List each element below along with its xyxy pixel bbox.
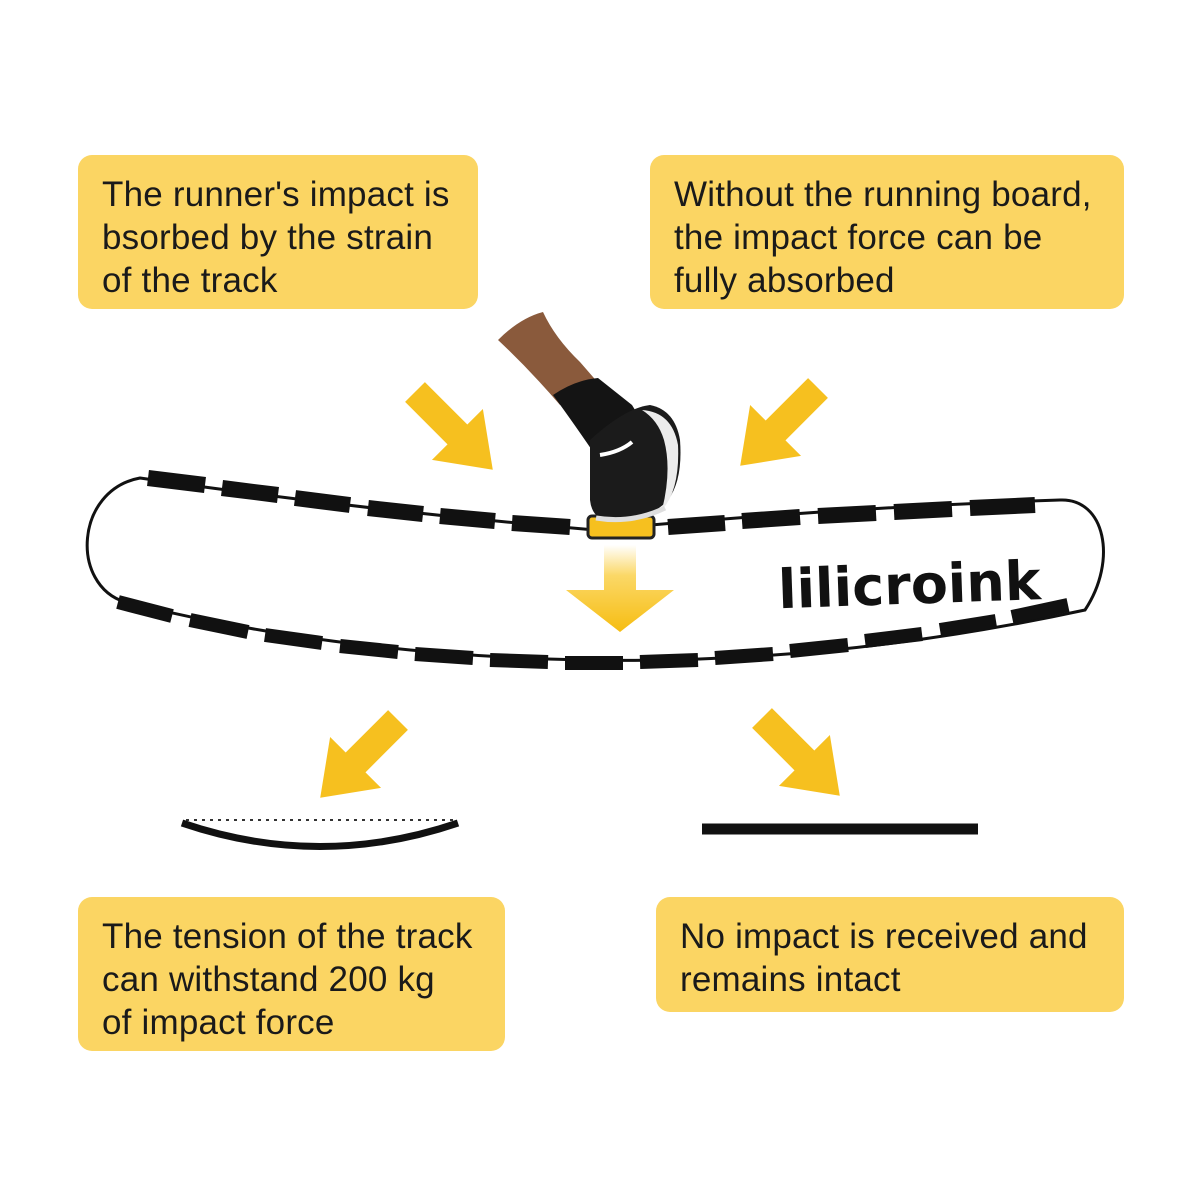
callout-track-absorption: The runner's impact is bsorbed by the st…	[78, 155, 478, 309]
callout-line: fully absorbed	[674, 261, 895, 300]
down-left-arrow-icon	[740, 378, 828, 466]
track-top-slats	[147, 470, 1036, 535]
callout-line: of the track	[102, 261, 278, 300]
track-bottom-slats	[116, 595, 1070, 670]
callout-line: Without the running board,	[674, 175, 1092, 214]
callout-line: the impact force can be	[674, 218, 1043, 257]
down-right-arrow-icon	[405, 382, 493, 470]
callout-no-board: Without the running board, the impact fo…	[650, 155, 1124, 309]
runner-shoe-icon	[498, 312, 681, 523]
callout-line: of impact force	[102, 1003, 335, 1042]
callout-board-intact: No impact is received and remains intact	[656, 897, 1124, 1012]
callout-line: The runner's impact is	[102, 175, 450, 214]
down-left-arrow-icon	[320, 710, 408, 798]
callout-line: The tension of the track	[102, 917, 473, 956]
callout-line: No impact is received and	[680, 917, 1088, 956]
down-right-arrow-icon	[752, 708, 840, 796]
callout-line: remains intact	[680, 960, 901, 999]
callout-line: can withstand 200 kg	[102, 960, 435, 999]
down-arrow-icon	[566, 545, 674, 632]
callout-track-tension: The tension of the track can withstand 2…	[78, 897, 505, 1051]
bent-track-illustration	[180, 819, 460, 850]
brand-logo: lilicroink	[777, 549, 1043, 621]
callout-line: bsorbed by the strain	[102, 218, 434, 257]
